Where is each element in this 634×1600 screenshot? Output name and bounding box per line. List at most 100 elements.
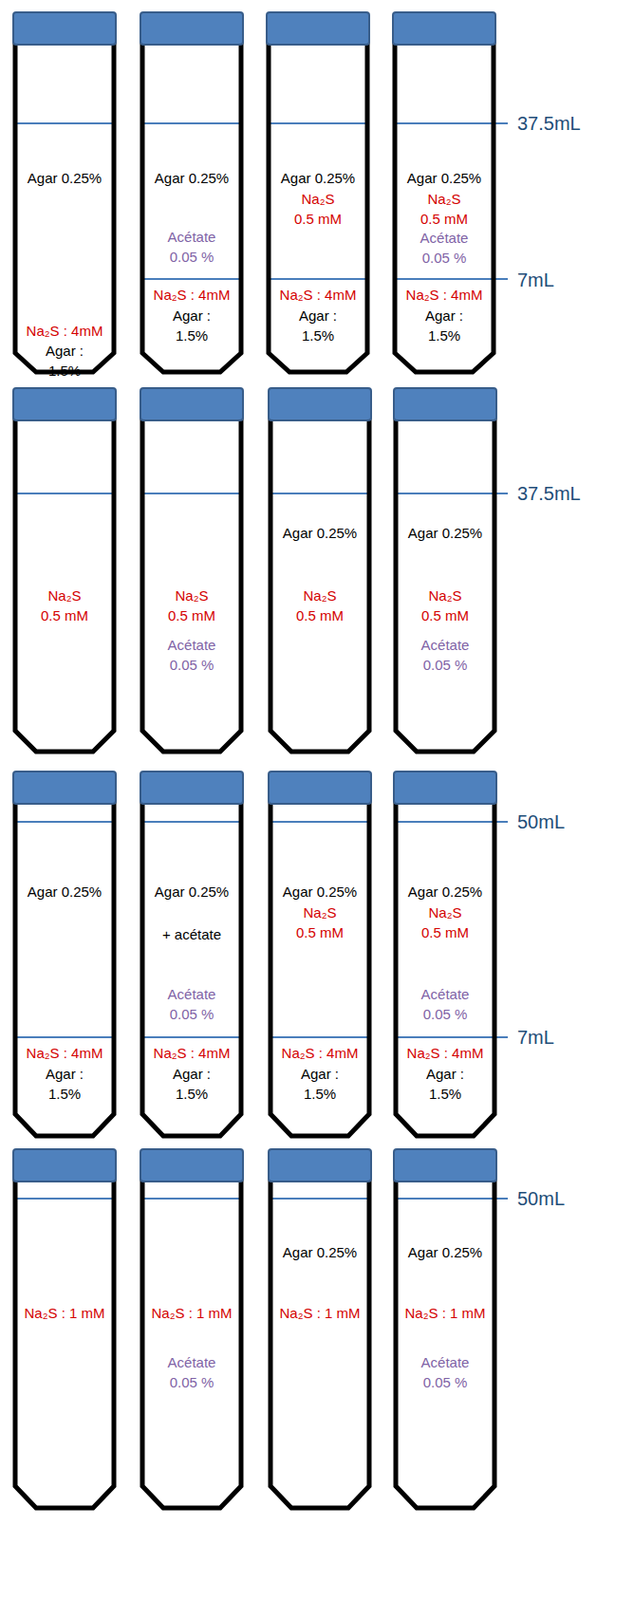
tube-content-label: Na₂S : 1 mM [144,1303,240,1324]
tube: Agar 0.25%+ acétateAcétate 0.05 %Na₂S : … [139,770,244,1139]
tube-outline [392,387,498,755]
tube-content-label: Agar 0.25% [272,881,368,902]
tube-wall [395,394,495,752]
tube: Agar 0.25%Na₂S 0.5 mMAcétate 0.05 %Na₂S … [392,770,498,1139]
fill-level-line [142,820,243,823]
tube-content-label: Agar 0.25% [144,881,240,902]
volume-label: 37.5mL [517,483,581,505]
tube-content-label: Agar 0.25% [17,167,112,188]
tube-content-label: Na₂S 0.5 mM [294,585,347,626]
tube-content-label: Na₂S : 4mM [272,1043,368,1063]
tube-cap [268,1149,372,1182]
fill-level-line [15,1036,115,1039]
tube-content-label: Na₂S : 4mM [17,1043,112,1063]
tube-wall [395,778,495,1137]
tube: Na₂S 0.5 mM [12,387,117,755]
fill-level-line [142,1036,243,1039]
tube-wall [270,1156,370,1509]
tube-content-label: Agar 0.25% [397,522,493,543]
tube-cap [140,771,243,804]
tube-outline [12,387,117,755]
fill-level-line [142,278,243,280]
tube-content-label: Agar 0.25% [17,881,112,902]
tube-cap [392,12,496,45]
tube-content-label: Na₂S : 4mM [17,320,112,341]
fill-level-line [394,278,508,280]
tube-content-label: Na₂S : 4mM [144,1043,240,1063]
volume-label: 50mL [517,1188,565,1211]
tube-content-label: Acétate 0.05 % [158,984,225,1025]
fill-level-line [15,820,115,823]
tube-wall [270,394,370,752]
tube: Agar 0.25%Na₂S 0.5 mMAcétate 0.05 % [392,387,498,755]
fill-level-line [395,1197,508,1200]
tube-cap [140,1149,243,1182]
tube-outline [12,1148,117,1511]
tube-wall [142,394,242,752]
tube-content-label: Na₂S 0.5 mM [292,188,345,229]
tube-content-label: Agar : 1.5% [415,305,473,346]
tube: Agar 0.25% Na₂S : 1 mM Acétate 0.05 % [392,1148,498,1511]
tube: Agar 0.25%Na₂S : 1 mM [267,1148,373,1511]
tube-outline [392,770,498,1139]
tube-cap [266,12,370,45]
tube: Agar 0.25%Na₂S 0.5 mMAcétate 0.05 %Na₂S … [391,11,497,375]
tube: Agar 0.25%Na₂S : 4mMAgar : 1.5% [12,11,117,375]
tube-content-label: Na₂S : 4mM [144,284,240,305]
tube-wall [394,18,494,373]
tube-outline [12,11,117,375]
tube-content-label: Acétate 0.05 % [158,226,225,267]
tube-outline [392,1148,498,1511]
tube: Agar 0.25% Na₂S 0.5 mM [267,387,373,755]
tube-content-label: Na₂S : 4mM [397,1043,493,1063]
tube-wall [15,394,114,752]
tube-content-label: Na₂S 0.5 mM [419,585,472,626]
tube: Agar 0.25%Na₂S : 4mMAgar : 1.5% [12,770,117,1139]
tube-wall [142,778,242,1137]
tube: Na₂S : 1 mM [12,1148,117,1511]
tube-content-label: Acétate 0.05 % [411,984,479,1025]
tube-content-label: Agar : 1.5% [291,1063,349,1104]
tube: Agar 0.25%Na₂S 0.5 mMNa₂S : 4mMAgar : 1.… [265,11,371,375]
tube-content-label: Agar 0.25% [397,881,493,902]
tube-cap [393,771,497,804]
tube-content-label: Agar 0.25% [272,1242,368,1263]
tube-cap [13,771,116,804]
fill-level-line [270,1036,371,1039]
tube: Na₂S 0.5 mMAcétate 0.05 % [139,387,244,755]
fill-level-line [142,122,243,125]
tube-content-label: Acétate 0.05 % [410,227,478,268]
tube-cap [268,771,372,804]
tube-content-label: Na₂S : 1 mM [17,1303,112,1324]
volume-label: 37.5mL [517,112,581,135]
volume-label: 50mL [517,811,565,834]
tube-cap [13,1149,116,1182]
fill-level-line [270,492,371,495]
tube-content-label: Na₂S : 4mM [396,284,492,305]
tube-content-label: Acétate 0.05 % [411,1352,479,1393]
tube-content-label: Agar : 1.5% [416,1063,474,1104]
tube-content-label: Acétate 0.05 % [158,634,225,675]
tube-cap [13,388,116,421]
tube-content-label: Na₂S 0.5 mM [38,585,92,626]
tube-content-label: Agar : 1.5% [163,305,221,346]
tube-content-label: Na₂S 0.5 mM [418,188,471,229]
tube-cap [140,388,243,421]
tube-content-label: Agar 0.25% [272,522,368,543]
fill-level-line [395,820,508,823]
tube-wall [268,18,368,373]
fill-level-line [15,122,115,125]
tube-content-label: Agar : 1.5% [289,305,347,346]
tube-content-label: Agar 0.25% [270,167,366,188]
tube-content-label: Agar 0.25% [397,1242,493,1263]
tube-content-label: Na₂S : 1 mM [397,1303,493,1324]
fill-level-line [268,122,369,125]
fill-level-line [15,492,115,495]
tube-wall [142,18,242,373]
fill-level-line [270,820,371,823]
tube-content-label: Acétate 0.05 % [158,1352,225,1393]
tube-wall [142,1156,242,1509]
fill-level-line [142,1197,243,1200]
tube: Agar 0.25%Acétate 0.05 %Na₂S : 4mMAgar :… [139,11,244,375]
volume-label: 7mL [517,1026,555,1049]
